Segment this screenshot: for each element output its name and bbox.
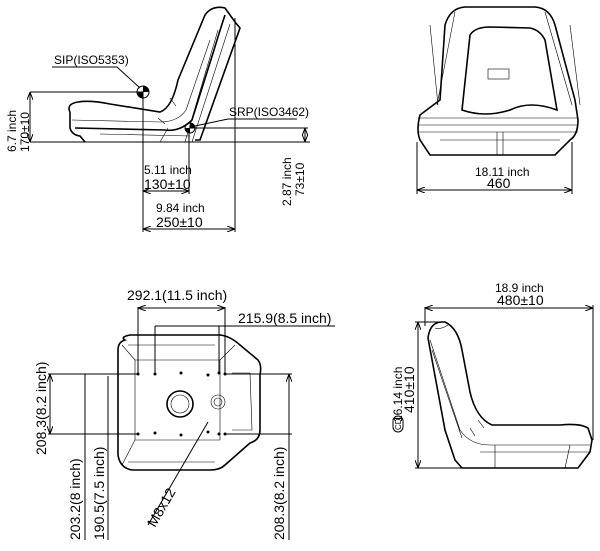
- right-view: 18.9 inch 480±10 16.14 inch 410±10 CD: [391, 281, 594, 469]
- side-seat-outline: [30, 6, 310, 143]
- dim-203: 203.2(8 inch): [67, 458, 83, 540]
- srp-label: SRP(ISO3462): [229, 105, 309, 119]
- dim-190: 190.5(7.5 inch): [91, 447, 107, 540]
- front-width-mm: 460: [487, 175, 511, 191]
- center-swivel: [166, 390, 194, 418]
- label-plate: [487, 68, 510, 80]
- bolt-spec: M8x12: [144, 485, 179, 530]
- srp-height-inch: 2.87 inch: [280, 157, 294, 206]
- sip-height-mm: 170±10: [18, 112, 32, 152]
- height-inch: 16.14 inch: [391, 367, 405, 422]
- height-mm: 410±10: [401, 366, 417, 413]
- cd-badge: CD: [392, 415, 404, 433]
- sip-label: SIP(ISO5353): [54, 53, 129, 67]
- sip-srp-inch: 5.11 inch: [144, 163, 192, 177]
- inner-width: 215.9(8.5 inch): [238, 310, 331, 326]
- sip-height-inch: 6.7 inch: [5, 110, 19, 152]
- bolt-hole: [210, 394, 226, 410]
- front-view: 18.11 inch 460: [416, 6, 581, 194]
- depth-inch: 18.9 inch: [495, 281, 544, 295]
- front-width-inch: 18.11 inch: [475, 165, 530, 179]
- right-height: 208.3(8.2 inch): [271, 447, 287, 540]
- side-view: SIP(ISO5353) SRP(ISO3462) 6.7 inch 170±1…: [5, 6, 310, 232]
- outer-width: 292.1(11.5 inch): [127, 287, 227, 303]
- srp-height-mm: 73±10: [293, 162, 307, 196]
- sip-back-inch: 9.84 inch: [156, 201, 205, 215]
- sip-srp-mm: 130±10: [144, 176, 191, 192]
- sip-back-mm: 250±10: [156, 214, 203, 230]
- bottom-view: 292.1(11.5 inch) 215.9(8.5 inch) 208.3(8…: [33, 287, 335, 540]
- svg-text:CD: CD: [394, 418, 403, 430]
- depth-mm: 480±10: [497, 292, 544, 308]
- left-height: 208.3(8.2 inch): [33, 362, 49, 455]
